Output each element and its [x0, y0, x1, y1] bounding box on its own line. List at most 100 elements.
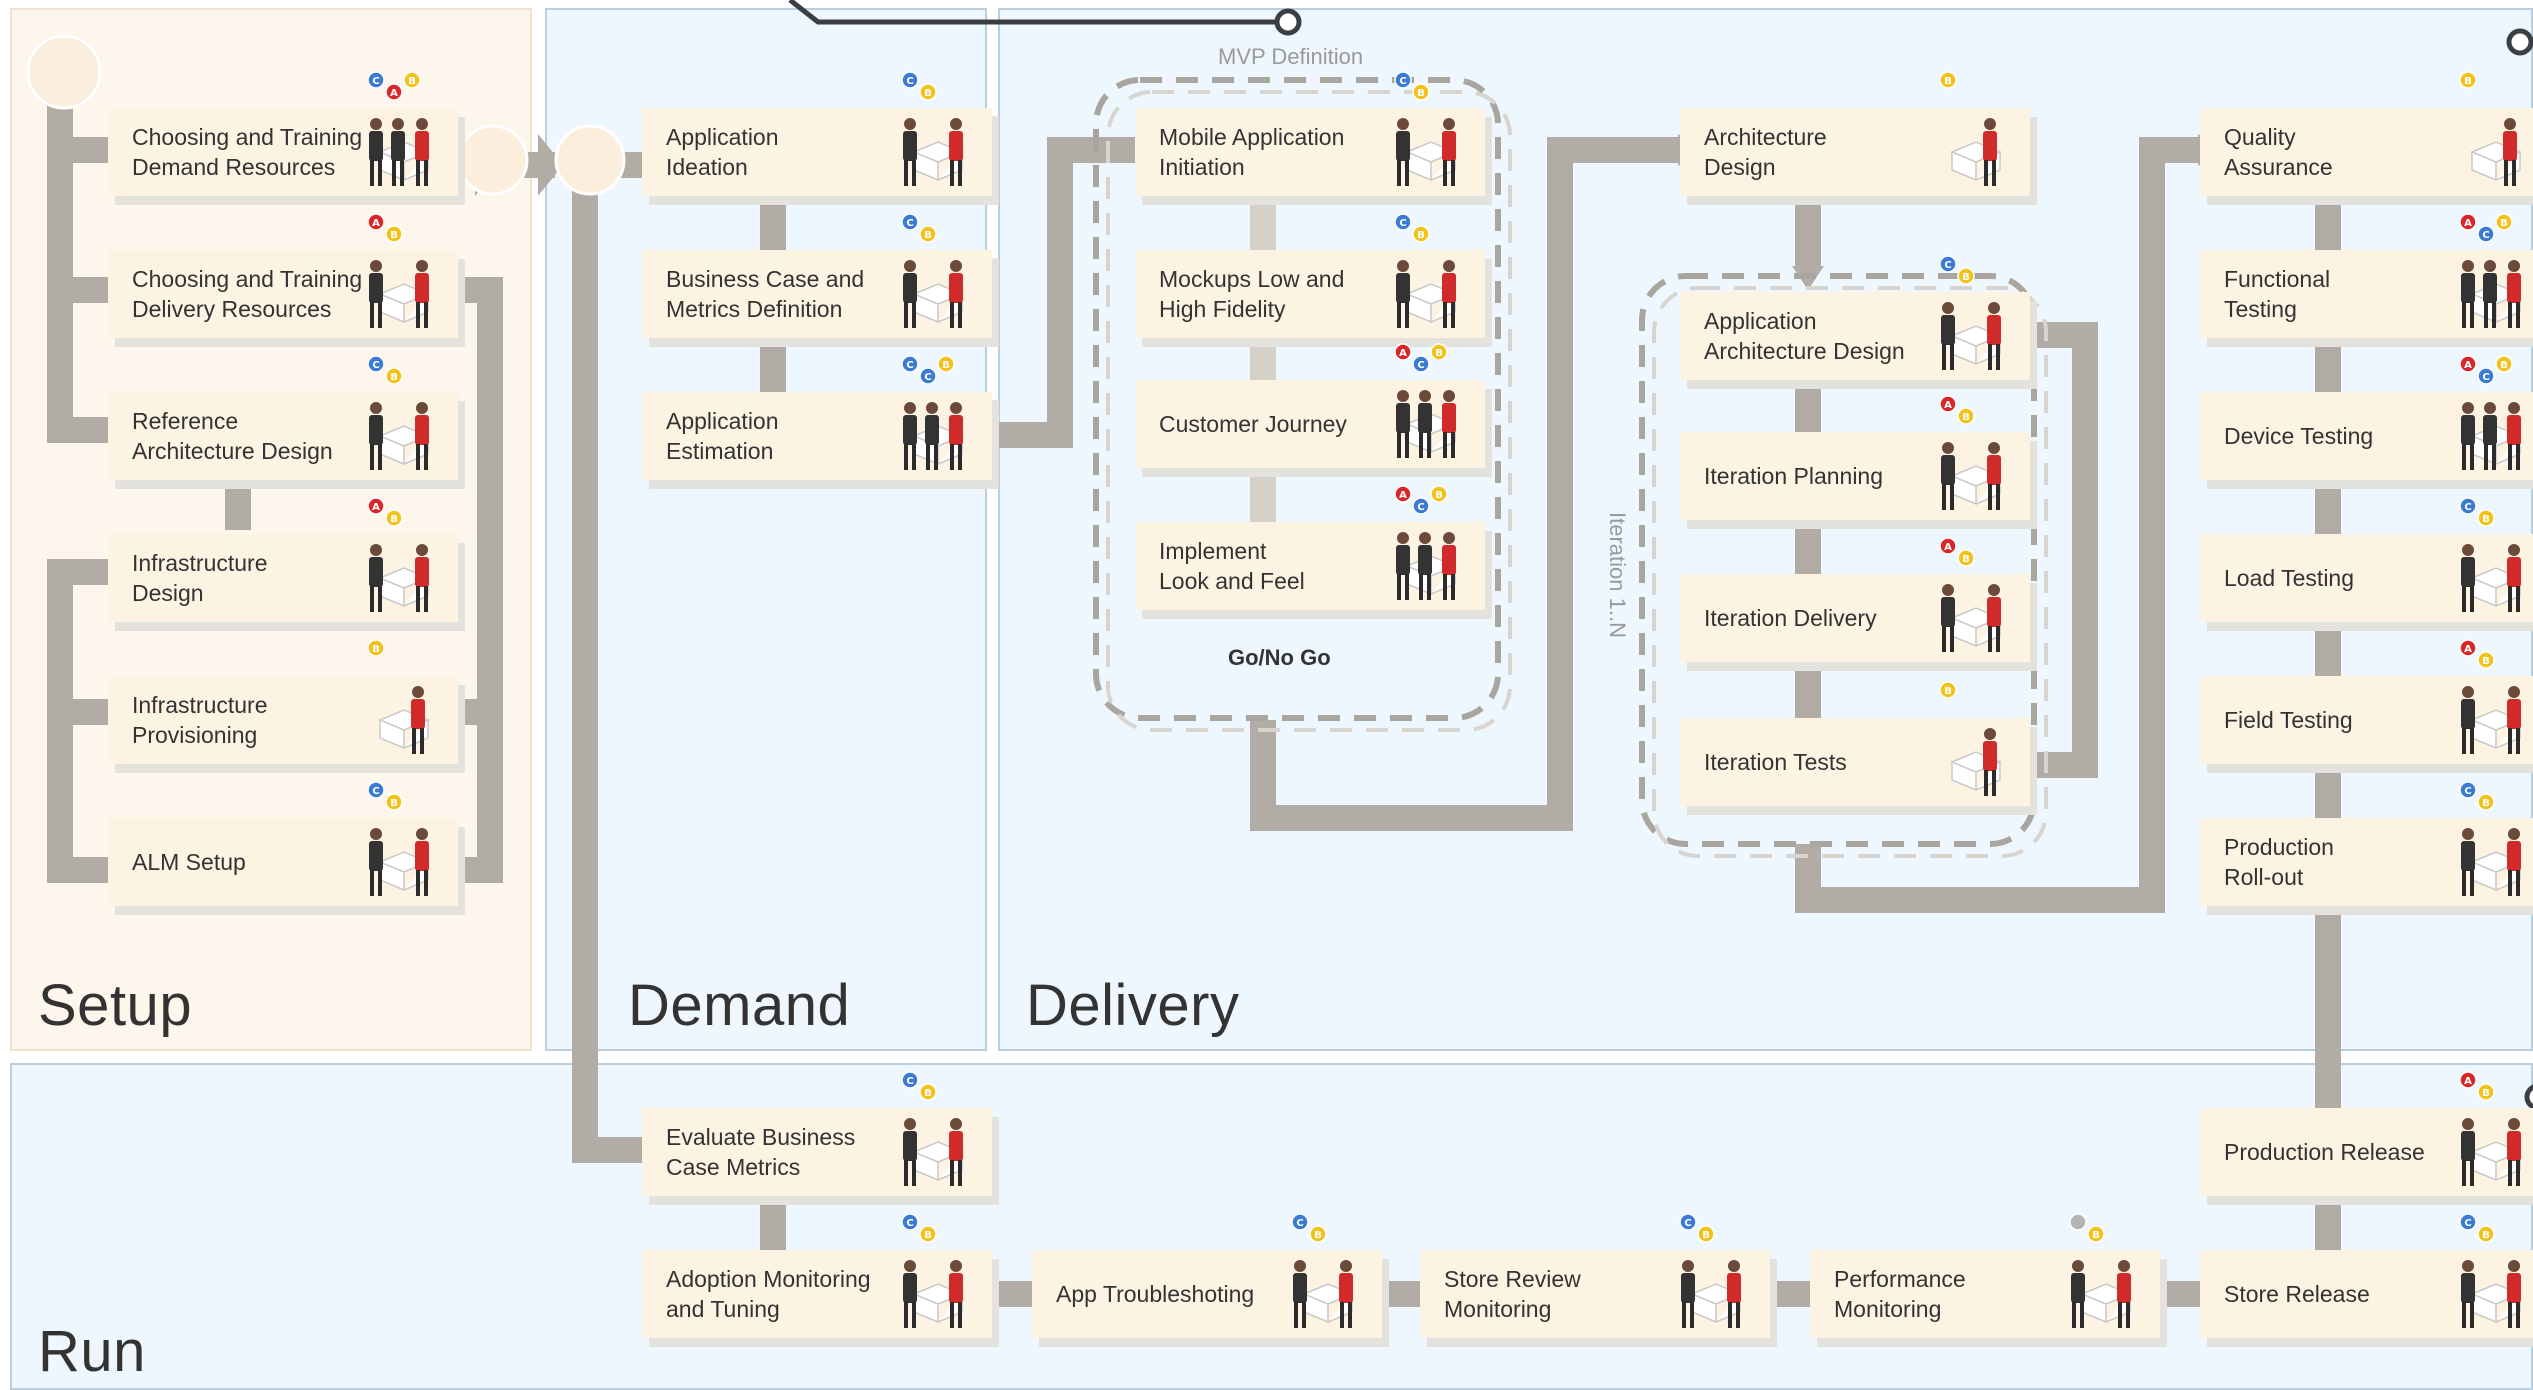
svg-text:B: B: [390, 372, 398, 383]
svg-text:B: B: [1417, 230, 1425, 241]
svg-text:C: C: [372, 360, 379, 371]
setup-region-label: Setup: [38, 973, 193, 1038]
svg-text:B: B: [1702, 1230, 1710, 1241]
role-badge-icon: A: [1939, 537, 1957, 555]
svg-text:C: C: [1399, 218, 1406, 229]
step-label: Choosing and Training Delivery Resources: [132, 266, 363, 322]
svg-text:B: B: [924, 88, 932, 99]
role-badge-icon: C: [1412, 355, 1430, 373]
team-illustration: CB: [2459, 781, 2522, 896]
svg-text:A: A: [1399, 348, 1407, 359]
svg-text:C: C: [906, 218, 913, 229]
role-badge-icon: C: [2459, 497, 2477, 515]
team-illustration: ACB: [2459, 355, 2522, 470]
svg-text:B: B: [2500, 218, 2508, 229]
run-region-label: Run: [38, 1319, 146, 1384]
svg-text:B: B: [372, 644, 380, 655]
svg-text:C: C: [1944, 260, 1951, 271]
svg-text:A: A: [2464, 644, 2472, 655]
step-label: Iteration Tests: [1704, 749, 1847, 775]
step-label: Reference Architecture Design: [132, 408, 333, 464]
svg-text:C: C: [1417, 360, 1424, 371]
team-illustration: B: [1939, 681, 2002, 796]
role-badge-icon: A: [2459, 1071, 2477, 1089]
svg-text:B: B: [1962, 272, 1970, 283]
team-illustration: CB: [901, 1213, 964, 1328]
role-badge-icon: C: [2477, 367, 2495, 385]
role-badge-icon: C: [901, 71, 919, 89]
role-badge-icon: A: [1394, 343, 1412, 361]
svg-text:A: A: [2464, 1076, 2472, 1087]
svg-text:A: A: [390, 88, 398, 99]
team-illustration: ACB: [2459, 213, 2522, 328]
step-infrastructure-provisioning[interactable]: Infrastructure Provisioning B: [108, 639, 502, 772]
role-badge-icon: C: [2477, 225, 2495, 243]
team-illustration: B: [2459, 71, 2522, 186]
team-illustration: CB: [901, 213, 964, 328]
role-badge-icon: B: [2087, 1225, 2105, 1243]
team-illustration: CB: [1939, 255, 2002, 370]
step-label: Mobile Application Initiation: [1159, 124, 1345, 180]
step-label: Functional Testing: [2224, 266, 2331, 322]
role-badge-icon: A: [2459, 639, 2477, 657]
role-badge-icon: B: [919, 1225, 937, 1243]
role-badge-icon: A: [2459, 355, 2477, 373]
role-badge-icon: C: [367, 355, 385, 373]
team-illustration: CCB: [901, 355, 964, 470]
role-badge-icon: C: [367, 71, 385, 89]
step-choosing-and-training-delivery-resources[interactable]: Choosing and Training Delivery Resources…: [108, 213, 502, 346]
svg-text:B: B: [390, 514, 398, 525]
svg-text:C: C: [906, 1076, 913, 1087]
role-badge-icon: B: [1430, 485, 1448, 503]
step-label: Infrastructure Design: [132, 550, 268, 606]
step-iteration-tests[interactable]: Iteration Tests B: [1680, 681, 2074, 814]
step-label: Device Testing: [2224, 423, 2374, 449]
team-illustration: CB: [367, 781, 430, 896]
step-architecture-design[interactable]: Architecture Design B: [1680, 71, 2074, 204]
role-badge-icon: B: [1939, 71, 1957, 89]
role-badge-icon: B: [1957, 549, 1975, 567]
svg-text:C: C: [1399, 76, 1406, 87]
role-badge-icon: C: [1394, 71, 1412, 89]
svg-text:B: B: [1944, 76, 1952, 87]
team-illustration: CAB: [367, 71, 430, 186]
step-label: Store Release: [2224, 1281, 2370, 1307]
step-label: Infrastructure Provisioning: [132, 692, 268, 748]
role-badge-icon: B: [403, 71, 421, 89]
role-badge-icon: A: [385, 83, 403, 101]
svg-text:C: C: [2464, 502, 2471, 513]
svg-text:B: B: [1435, 490, 1443, 501]
svg-text:B: B: [2464, 76, 2472, 87]
step-label: Production Release: [2224, 1139, 2425, 1165]
svg-text:B: B: [1435, 348, 1443, 359]
step-label: Architecture Design: [1704, 124, 1827, 180]
